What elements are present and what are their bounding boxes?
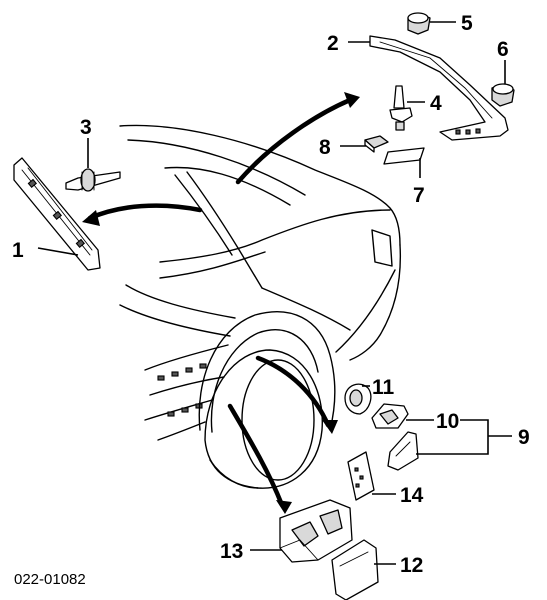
callout-12: 12 xyxy=(400,554,423,577)
callout-13: 13 xyxy=(220,540,243,563)
callout-10: 10 xyxy=(436,410,459,433)
part-2-molding xyxy=(369,35,509,141)
callout-3: 3 xyxy=(80,116,92,139)
part-8-block xyxy=(364,135,389,153)
callout-6: 6 xyxy=(497,38,509,61)
callout-5: 5 xyxy=(461,12,473,35)
part-13-housing xyxy=(279,499,353,563)
part-12-flap xyxy=(331,539,379,600)
callout-14: 14 xyxy=(400,484,424,507)
part-1-trim-strip xyxy=(13,157,101,271)
callout-8: 8 xyxy=(319,136,331,159)
part-5-grommet xyxy=(407,12,431,35)
callout-2: 2 xyxy=(327,32,339,55)
part-14-gasket xyxy=(347,451,375,501)
assembly-arrows xyxy=(82,92,360,514)
car-rear-quarter-outline xyxy=(119,124,402,489)
part-11-bump xyxy=(344,383,372,415)
part-4-push-pin xyxy=(389,85,413,131)
callout-4: 4 xyxy=(430,92,442,115)
callout-7: 7 xyxy=(413,184,425,207)
part-9-cover xyxy=(387,431,419,471)
rear-wheel xyxy=(204,349,323,489)
part-7-plate xyxy=(383,147,425,165)
callout-11: 11 xyxy=(372,376,395,399)
reference-code: 022-01082 xyxy=(14,571,86,588)
callout-9: 9 xyxy=(518,426,530,449)
callout-1: 1 xyxy=(12,239,24,262)
part-6-grommet xyxy=(491,83,515,107)
callout-leaders xyxy=(37,21,512,565)
part-10-bracket xyxy=(371,403,409,429)
part-3-clip xyxy=(65,168,121,192)
